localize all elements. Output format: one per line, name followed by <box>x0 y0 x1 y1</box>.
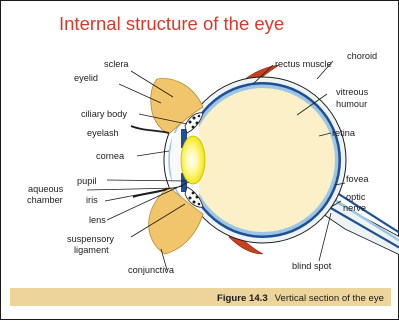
diagram-title: Internal structure of the eye <box>59 13 284 34</box>
label-rectus-muscle: rectus muscle <box>275 59 332 69</box>
caption-text: Vertical section of the eye <box>275 293 384 304</box>
label-ligament: ligament <box>74 245 109 255</box>
label-vitreous: vitreous <box>336 87 369 97</box>
label-lens: lens <box>89 215 106 225</box>
label-suspensory: suspensory <box>67 234 114 244</box>
vitreous-humour <box>191 88 335 232</box>
label-sclera: sclera <box>104 59 129 69</box>
caption-number: Figure 14.3 <box>217 293 268 304</box>
label-chamber: chamber <box>27 195 63 205</box>
label-optic: optic <box>346 192 366 202</box>
lens-shape <box>181 136 205 184</box>
label-blind-spot: blind spot <box>292 261 332 271</box>
label-pupil: pupil <box>77 176 96 186</box>
label-retina: retina <box>332 128 356 138</box>
label-ciliary-body: ciliary body <box>81 109 127 119</box>
label-fovea: fovea <box>346 174 369 184</box>
label-conjunctiva: conjunctiva <box>128 265 175 275</box>
label-eyelid: eyelid <box>74 73 98 83</box>
label-aqueous: aqueous <box>28 184 64 194</box>
label-cornea: cornea <box>96 151 125 161</box>
label-humour: humour <box>336 99 367 109</box>
label-eyelash: eyelash <box>87 128 119 138</box>
label-choroid: choroid <box>347 51 377 61</box>
label-iris: iris <box>86 195 98 205</box>
label-nerve: nerve <box>343 203 366 213</box>
